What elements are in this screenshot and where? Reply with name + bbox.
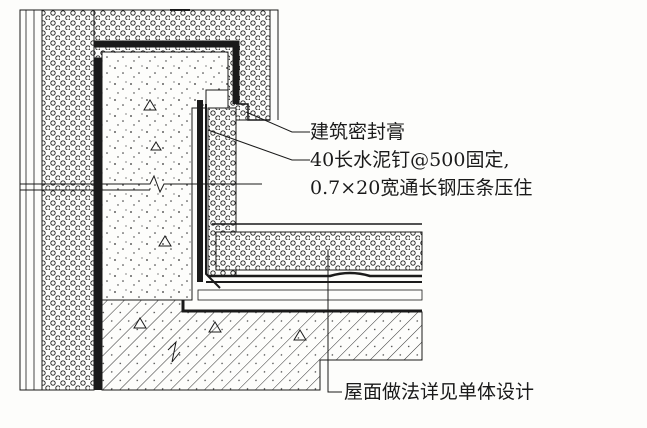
wall-layers — [19, 9, 102, 391]
structural-slab — [101, 299, 423, 391]
callout-nail-line2: 0.7×20宽通长钢压条压住 — [310, 177, 532, 199]
roof-layers — [179, 223, 423, 315]
callout-sealant: 建筑密封膏 — [310, 120, 405, 143]
break-lines — [20, 9, 262, 363]
callout-nail-line1: 40长水泥钉@500固定, — [310, 149, 509, 171]
aggregate-marks — [133, 99, 307, 341]
callout-roof: 屋面做法详见单体设计 — [344, 381, 534, 403]
leader-lines — [207, 111, 342, 393]
parapet-inner-insulation — [197, 100, 270, 289]
